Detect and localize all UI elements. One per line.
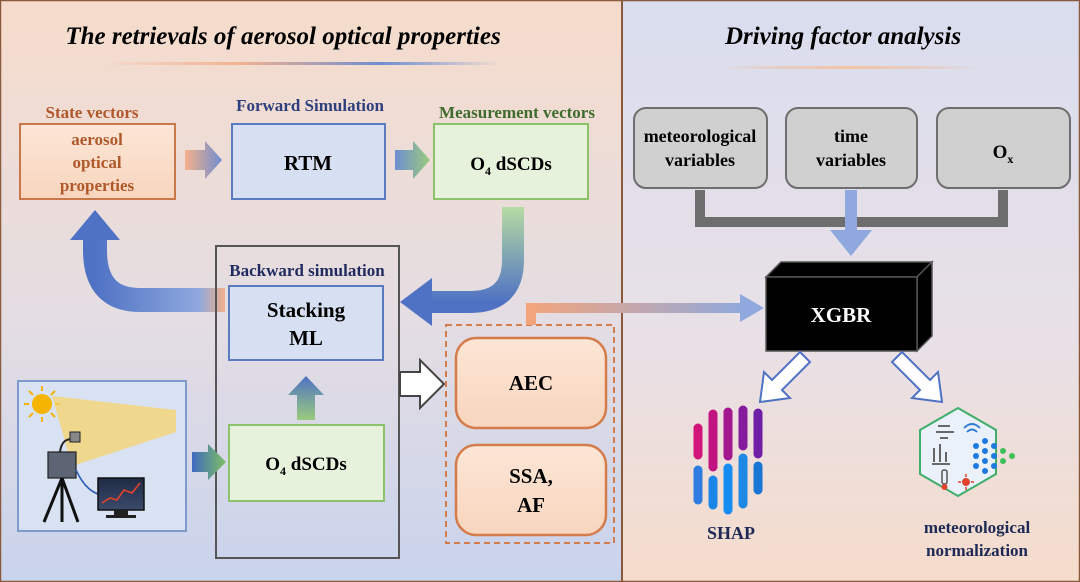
sun-icon — [32, 394, 52, 414]
monitor-icon — [97, 477, 145, 518]
arrow-outputs-to-xgbr-head — [740, 294, 764, 322]
normalization-line-1: meteorological — [924, 518, 1031, 537]
right-panel-title: Driving factor analysis — [724, 23, 961, 50]
xgbr-label: XGBR — [811, 303, 873, 327]
ssa-af-line-2: AF — [517, 493, 545, 517]
state-vectors-line-1: aerosol — [71, 130, 123, 149]
arrow-measurement-to-stacking-head — [400, 278, 432, 326]
shap-label: SHAP — [707, 523, 755, 543]
state-vectors-line-2: optical — [72, 153, 121, 172]
state-vectors-heading: State vectors — [46, 103, 139, 122]
spectrometer-icon — [42, 431, 113, 523]
meteorological-variables-line-2: variables — [665, 150, 735, 170]
arrow-rtm-to-measurement — [395, 141, 430, 179]
sunlight-beam — [52, 396, 176, 466]
rtm-label: RTM — [284, 151, 332, 175]
time-variables-line-2: variables — [816, 150, 886, 170]
arrow-backward-to-outputs — [399, 357, 446, 411]
arrow-xgbr-to-normalization — [890, 350, 944, 404]
meteorological-variables-line-1: meteorological — [644, 126, 757, 146]
left-title-underline — [100, 62, 500, 65]
ssa-af-line-1: SSA, — [509, 464, 553, 488]
time-variables-box — [785, 107, 918, 189]
backward-simulation-container — [215, 245, 400, 559]
obs-o4-box — [228, 424, 385, 502]
arrow-state-to-rtm — [185, 141, 222, 179]
arrow-instrument-to-obs — [192, 444, 226, 480]
aec-box — [454, 336, 608, 430]
measurement-label: O4 dSCDs — [470, 154, 552, 178]
stacking-ml-box — [228, 285, 384, 361]
arrow-measurement-to-stacking — [430, 207, 524, 313]
ox-box — [936, 107, 1071, 189]
stacking-ml-line-2: ML — [289, 326, 323, 350]
xgbr-box-top — [764, 261, 934, 278]
obs-o4-label: O4 dSCDs — [265, 454, 347, 478]
shap-logo — [693, 405, 763, 515]
arrow-obs-to-stacking — [288, 376, 324, 420]
left-panel-title: The retrievals of aerosol optical proper… — [65, 23, 500, 50]
time-variables-line-1: time — [834, 126, 868, 146]
aec-label: AEC — [509, 371, 553, 395]
state-vectors-line-3: properties — [60, 176, 135, 195]
arrow-stacking-to-state-head — [70, 210, 120, 240]
backward-simulation-heading: Backward simulation — [229, 261, 385, 280]
right-title-underline — [720, 66, 980, 69]
measurement-box — [433, 123, 589, 200]
ox-label: Ox — [993, 142, 1014, 166]
arrow-outputs-to-xgbr — [526, 303, 745, 325]
stacking-ml-line-1: Stacking — [267, 298, 346, 322]
normalization-line-2: normalization — [926, 541, 1029, 560]
connector-down-arrow-head — [830, 230, 872, 256]
xgbr-box-side — [916, 260, 933, 353]
state-vectors-box — [19, 123, 176, 200]
measurement-vectors-heading: Measurement vectors — [439, 103, 595, 122]
xgbr-box — [765, 276, 918, 352]
meteorological-normalization-icon — [919, 406, 1015, 498]
ssa-af-box — [454, 443, 608, 537]
connector-time-stem — [845, 190, 857, 232]
rtm-box — [231, 123, 386, 200]
meteorological-variables-box — [633, 107, 768, 189]
forward-simulation-heading: Forward Simulation — [236, 96, 384, 115]
arrow-stacking-to-state — [83, 240, 225, 312]
arrow-xgbr-to-shap — [758, 350, 812, 404]
